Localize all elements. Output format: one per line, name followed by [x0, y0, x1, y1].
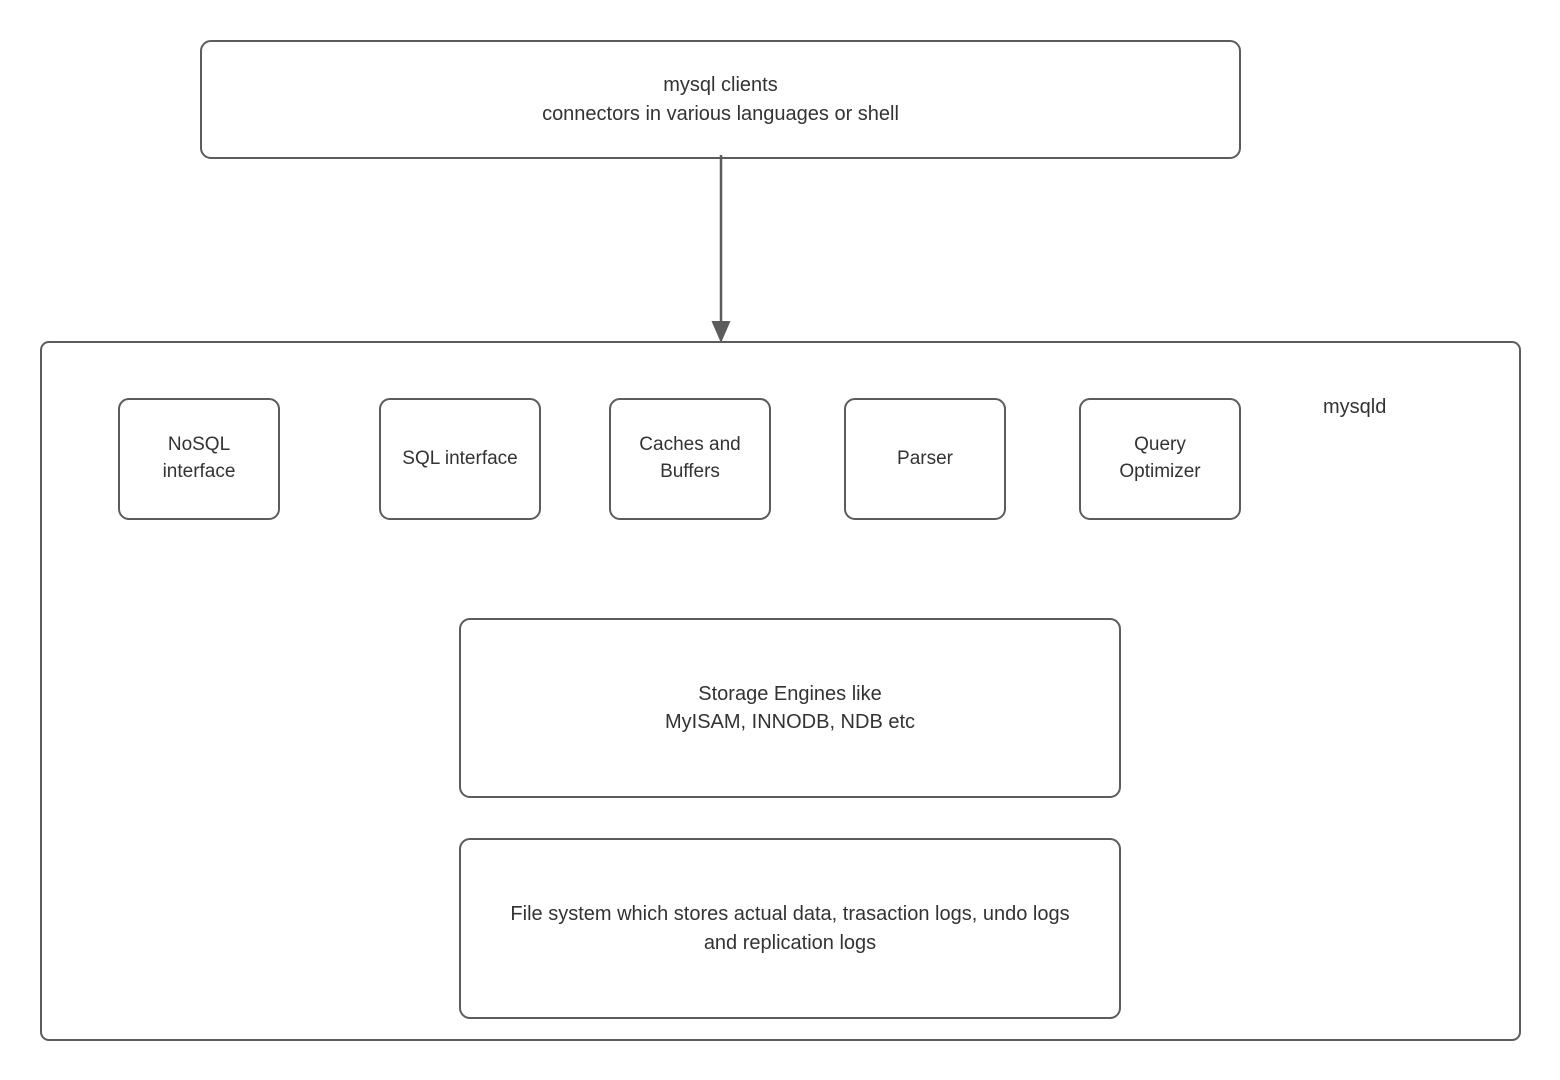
- component-parser[interactable]: Parser: [844, 398, 1006, 520]
- file-system-box[interactable]: File system which stores actual data, tr…: [459, 838, 1121, 1019]
- component-caches-and-buffers[interactable]: Caches and Buffers: [609, 398, 771, 520]
- storage-engines-box[interactable]: Storage Engines like MyISAM, INNODB, NDB…: [459, 618, 1121, 798]
- mysql-clients-label: mysql clients connectors in various lang…: [542, 74, 899, 125]
- component-label: Query Optimizer: [1119, 434, 1201, 482]
- component-query-optimizer[interactable]: Query Optimizer: [1079, 398, 1241, 520]
- file-system-label: File system which stores actual data, tr…: [510, 903, 1070, 954]
- component-sql-interface[interactable]: SQL interface: [379, 398, 541, 520]
- mysql-clients-box[interactable]: mysql clients connectors in various lang…: [200, 40, 1241, 159]
- component-label: SQL interface: [402, 447, 518, 469]
- storage-engines-label: Storage Engines like MyISAM, INNODB, NDB…: [664, 682, 916, 733]
- component-nosql-interface[interactable]: NoSQL interface: [118, 398, 280, 520]
- component-label: NoSQL interface: [162, 434, 236, 482]
- mysqld-label: mysqld: [1323, 396, 1387, 418]
- down-arrow-icon: [711, 155, 731, 343]
- component-label: Caches and Buffers: [639, 434, 741, 482]
- component-label: Parser: [897, 447, 953, 469]
